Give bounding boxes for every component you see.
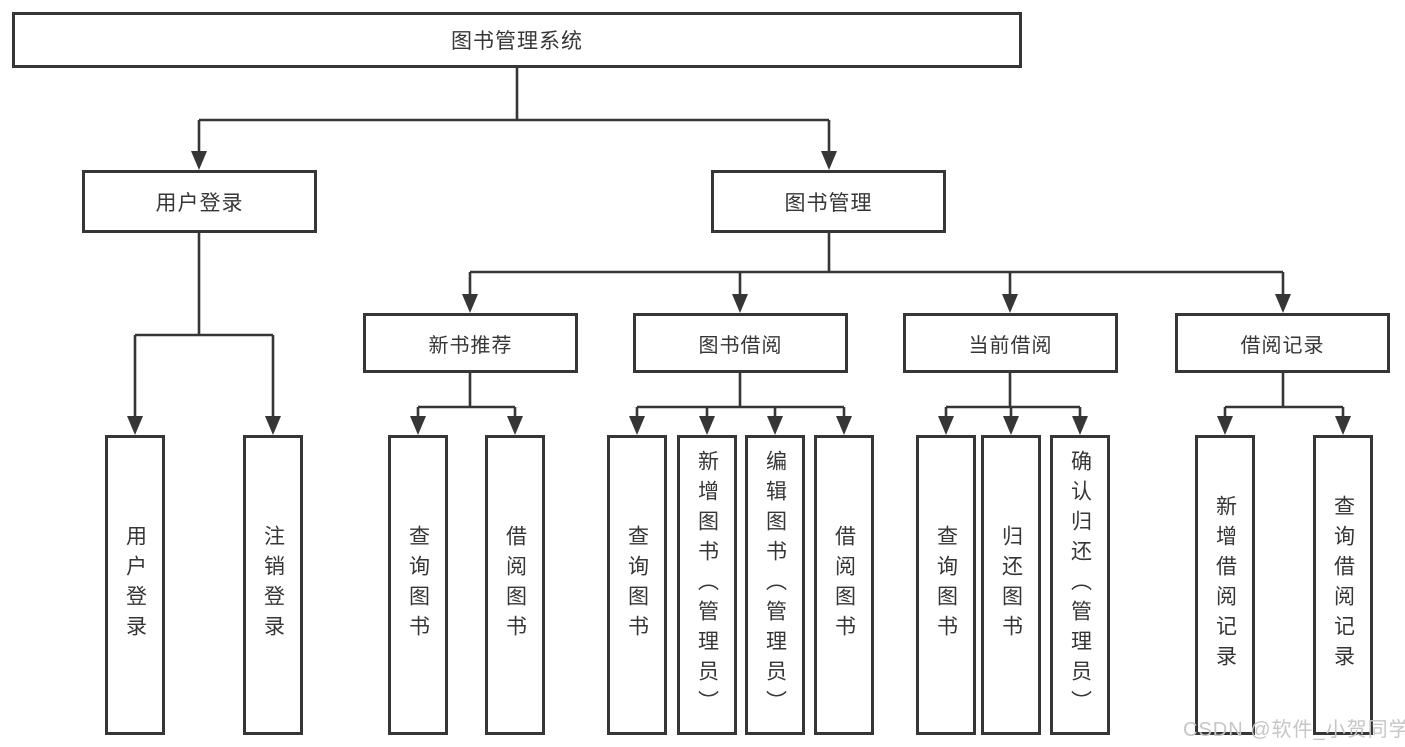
node-label: 查询图书: [625, 525, 649, 645]
node-label: 查询图书: [934, 525, 958, 645]
arrowheads: [127, 151, 1351, 435]
node-borrowing-records: 借阅记录: [1175, 313, 1390, 373]
arrowhead-icon: [1072, 416, 1088, 435]
node-return-books: 归还图书: [981, 435, 1041, 735]
node-label: 用户登录: [123, 525, 147, 645]
node-label: 当前借阅: [968, 334, 1053, 357]
node-label: 编辑图书（管理员）: [763, 450, 787, 720]
arrowhead-icon: [462, 294, 478, 313]
node-query-books-borrowing: 查询图书: [607, 435, 667, 735]
node-label: 查询图书: [406, 525, 430, 645]
arrowhead-icon: [191, 151, 207, 170]
node-user-login-leaf: 用户登录: [105, 435, 165, 735]
node-label: 图书管理系统: [451, 30, 583, 53]
node-label: 新增借阅记录: [1213, 495, 1237, 675]
node-label: 查询借阅记录: [1331, 495, 1355, 675]
arrowhead-icon: [410, 416, 426, 435]
node-query-books-recommend: 查询图书: [388, 435, 448, 735]
node-label: 借阅记录: [1240, 334, 1325, 357]
node-label: 新增图书（管理员）: [695, 450, 719, 720]
arrowhead-icon: [1275, 294, 1291, 313]
arrowhead-icon: [507, 416, 523, 435]
node-query-borrow-record: 查询借阅记录: [1313, 435, 1373, 735]
node-label: 借阅图书: [503, 525, 527, 645]
arrowhead-icon: [699, 416, 715, 435]
node-label: 借阅图书: [832, 525, 856, 645]
arrowhead-icon: [938, 416, 954, 435]
arrowhead-icon: [1217, 416, 1233, 435]
node-borrow-books-borrowing: 借阅图书: [814, 435, 874, 735]
node-label: 新书推荐: [428, 334, 513, 357]
arrowhead-icon: [1002, 294, 1018, 313]
node-logout-leaf: 注销登录: [243, 435, 303, 735]
arrowhead-icon: [732, 294, 748, 313]
node-library-management-system: 图书管理系统: [12, 12, 1022, 68]
watermark: CSDN @软件_小贺同学: [1183, 719, 1405, 741]
node-label: 归还图书: [999, 525, 1023, 645]
node-label: 用户登录: [155, 191, 244, 215]
arrowhead-icon: [821, 151, 837, 170]
arrowhead-icon: [836, 416, 852, 435]
node-label: 注销登录: [261, 525, 285, 645]
node-label: 图书借阅: [698, 334, 783, 357]
node-borrow-books-recommend: 借阅图书: [485, 435, 545, 735]
connector-paths: [133, 68, 1345, 418]
node-edit-book-admin: 编辑图书（管理员）: [745, 435, 805, 735]
node-new-book-recommendation: 新书推荐: [363, 313, 578, 373]
arrowhead-icon: [767, 416, 783, 435]
node-user-login-branch: 用户登录: [82, 170, 317, 233]
arrowhead-icon: [1335, 416, 1351, 435]
arrowhead-icon: [1003, 416, 1019, 435]
node-current-borrowing: 当前借阅: [903, 313, 1118, 373]
node-label: 确认归还（管理员）: [1068, 450, 1092, 720]
node-query-books-current: 查询图书: [916, 435, 976, 735]
node-add-borrow-record: 新增借阅记录: [1195, 435, 1255, 735]
node-book-borrowing: 图书借阅: [633, 313, 848, 373]
node-confirm-return-admin: 确认归还（管理员）: [1050, 435, 1110, 735]
node-label: 图书管理: [784, 191, 873, 215]
arrowhead-icon: [127, 416, 143, 435]
arrowhead-icon: [265, 416, 281, 435]
node-book-management: 图书管理: [711, 170, 946, 233]
arrowhead-icon: [629, 416, 645, 435]
node-add-book-admin: 新增图书（管理员）: [677, 435, 737, 735]
